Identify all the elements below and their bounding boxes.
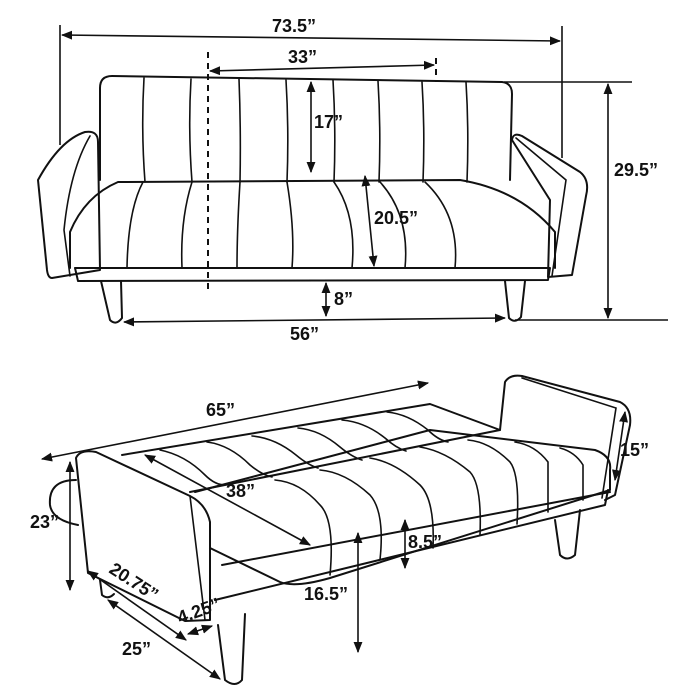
bed-frame-rail: [214, 489, 609, 601]
label-seat-width: 33”: [288, 47, 317, 67]
label-arm-height: 15”: [620, 440, 649, 460]
seat-tufts: [126, 181, 457, 269]
bed-leg-right: [554, 509, 581, 560]
label-arm-depth: 20.75”: [106, 559, 162, 605]
bed-right-arm: [499, 374, 632, 501]
upright-sofa-view: 73.5” 33” 17” 20.5” 29.5” 8” 56”: [37, 16, 668, 344]
mattress-back-half: [121, 403, 501, 493]
label-overall-height: 29.5”: [614, 160, 658, 180]
label-seat-depth: 20.5”: [374, 208, 418, 228]
label-overall-depth: 25”: [122, 639, 151, 659]
backrest: [99, 75, 513, 181]
mattress-front-half: [194, 429, 612, 586]
backrest-tufts: [141, 77, 469, 183]
label-bed-width: 38”: [226, 481, 255, 501]
label-bed-length: 65”: [206, 400, 235, 420]
right-arm: [511, 133, 589, 278]
label-arm-overall-height: 23”: [30, 512, 59, 532]
label-arm-thickness: 4.25”: [175, 594, 223, 628]
mattress-front-tufts: [274, 439, 584, 576]
bed-leg-front-left: [217, 613, 246, 685]
frame-rail: [74, 267, 551, 282]
right-leg: [504, 280, 526, 322]
bed-view: 65” 38” 15” 23” 20.75” 4.25” 25” 8.5” 16…: [30, 374, 649, 685]
label-mattress-thickness: 8.5”: [408, 532, 442, 552]
label-leg-span: 56”: [290, 324, 319, 344]
left-leg: [100, 280, 123, 324]
label-sleep-height: 16.5”: [304, 584, 348, 604]
label-leg-height: 8”: [334, 289, 353, 309]
seat-cushion: [69, 179, 556, 269]
label-overall-width: 73.5”: [272, 16, 316, 36]
label-back-height: 17”: [314, 112, 343, 132]
left-arm: [37, 130, 101, 279]
